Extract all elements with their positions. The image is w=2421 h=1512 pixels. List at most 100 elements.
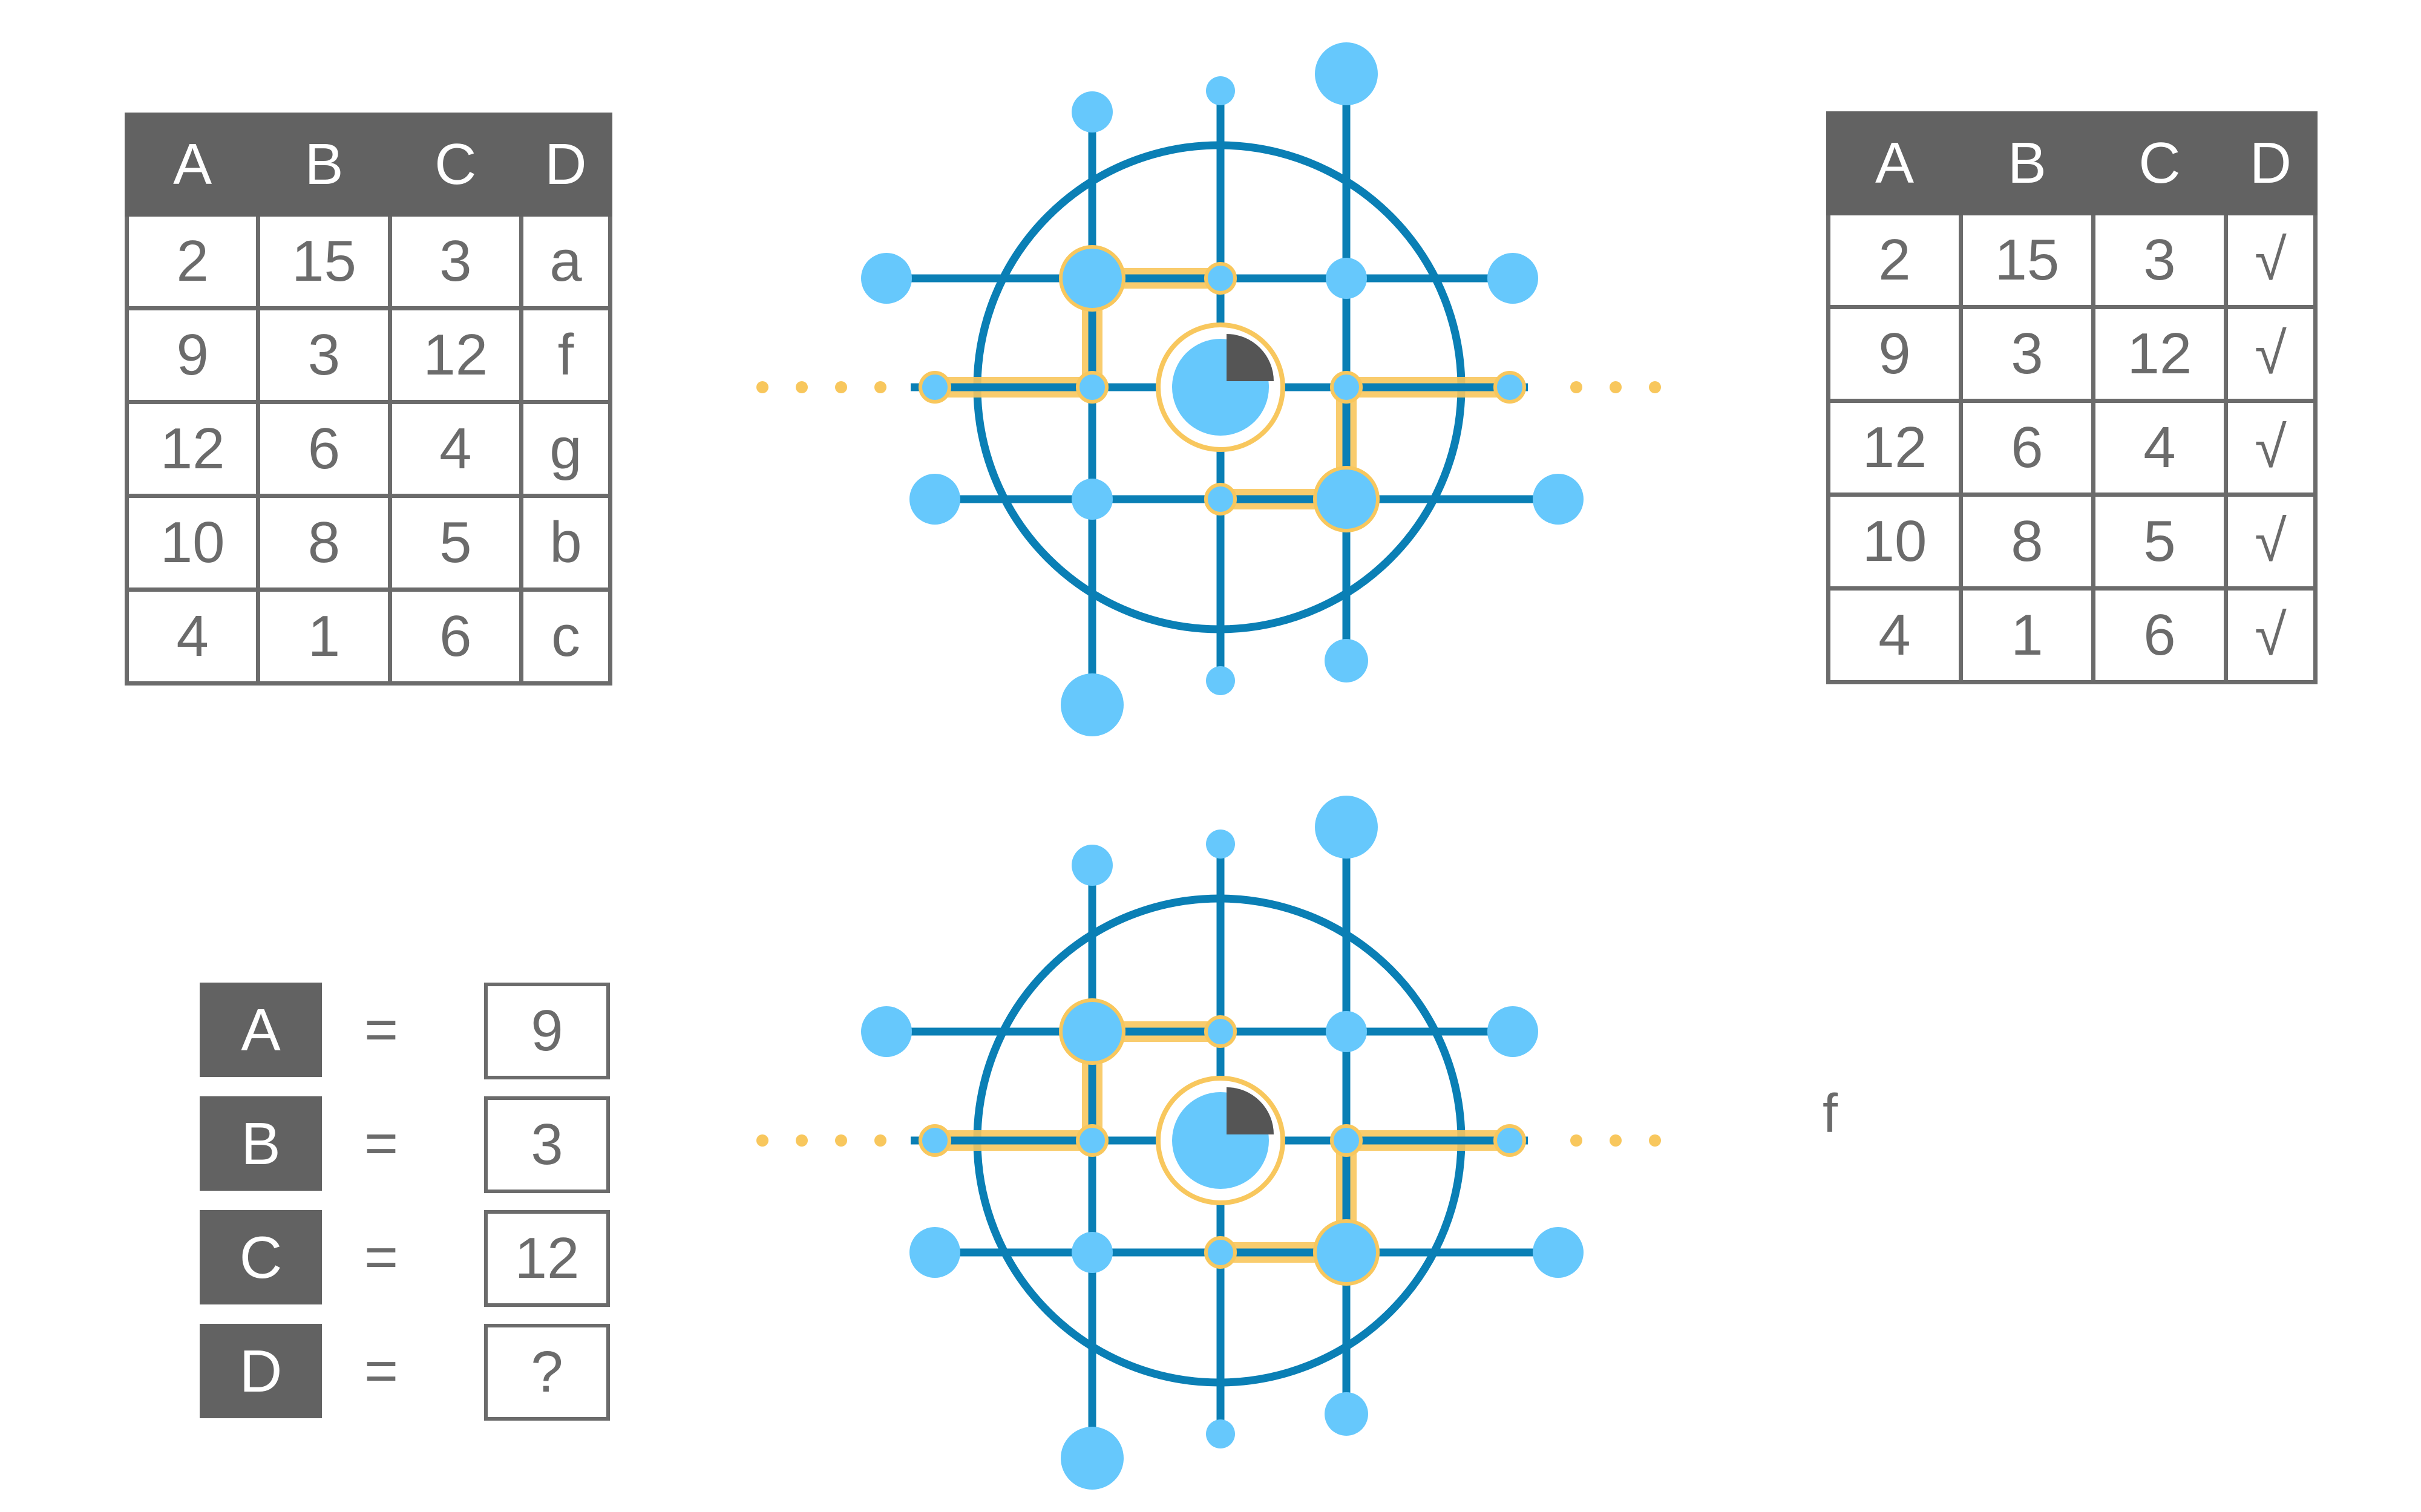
network-node — [1533, 1227, 1584, 1278]
header-cell-b: B — [256, 113, 392, 217]
table-cell: 6 — [256, 400, 392, 498]
table-cell: 12 — [124, 400, 261, 498]
table-cell: 4 — [387, 400, 523, 498]
header-cell-c: C — [387, 113, 523, 217]
table-cell: 4 — [124, 587, 261, 686]
network-node — [1330, 371, 1363, 404]
query-row-b: B = 3 — [200, 1096, 611, 1193]
network-node — [1206, 76, 1235, 105]
header-cell-c: C — [2091, 111, 2228, 215]
table-cell: 4 — [2091, 399, 2228, 497]
network-node — [1059, 245, 1125, 312]
query-value: 12 — [484, 1210, 610, 1307]
table-cell: 15 — [1958, 211, 2095, 309]
table-cell: 2 — [1826, 211, 1963, 309]
table-row: 10 8 5 b — [124, 494, 613, 592]
dot — [796, 1134, 808, 1147]
dot — [796, 381, 808, 393]
table-cell: 5 — [2091, 493, 2228, 591]
table-row: 10 8 5 √ — [1826, 493, 2318, 591]
pie-slice-highlight — [1227, 334, 1274, 381]
query-row-a: A = 9 — [200, 983, 611, 1079]
table-cell: b — [519, 494, 613, 592]
header-cell-a: A — [124, 113, 261, 217]
dot — [835, 1134, 847, 1147]
table-cell: 1 — [1958, 586, 2095, 684]
dot — [835, 381, 847, 393]
network-node — [1076, 371, 1109, 404]
dot — [1649, 1134, 1661, 1147]
network-node — [1325, 639, 1368, 682]
network-node — [1493, 1124, 1526, 1157]
network-node — [1076, 1124, 1109, 1157]
header-cell-d: D — [519, 113, 613, 217]
table-row: 2 15 3 a — [124, 212, 613, 310]
table-cell: a — [519, 212, 613, 310]
table-row: 9 3 12 √ — [1826, 305, 2318, 403]
network-node — [1533, 474, 1584, 525]
network-node — [1315, 42, 1378, 105]
network-node — [1206, 666, 1235, 695]
table-cell: 2 — [124, 212, 261, 310]
network-node — [1206, 830, 1235, 859]
network-node — [909, 1227, 960, 1278]
table-row: 2 15 3 √ — [1826, 211, 2318, 309]
network-node — [1059, 998, 1125, 1065]
table-cell: 9 — [124, 306, 261, 404]
check-cell: √ — [2223, 399, 2318, 497]
query-value: ? — [484, 1324, 610, 1421]
header-cell-a: A — [1826, 111, 1963, 215]
network-node — [1313, 466, 1380, 532]
table-cell: 6 — [387, 587, 523, 686]
network-node — [1061, 673, 1124, 736]
network-node — [1072, 479, 1113, 520]
check-cell: √ — [2223, 211, 2318, 309]
network-node — [909, 474, 960, 525]
check-cell: √ — [2223, 493, 2318, 591]
network-node — [861, 253, 912, 304]
table-header-row: A B C D — [1826, 111, 2318, 215]
table-cell: 12 — [1826, 399, 1963, 497]
table-cell: 6 — [2091, 586, 2228, 684]
prediction-result: f — [1823, 1084, 1838, 1144]
table-cell: 3 — [387, 212, 523, 310]
network-node — [1325, 1392, 1368, 1436]
table-cell: 10 — [1826, 493, 1963, 591]
network-node — [1313, 1219, 1380, 1286]
table-cell: 15 — [256, 212, 392, 310]
network-node — [1326, 258, 1367, 299]
table-row: 12 6 4 √ — [1826, 399, 2318, 497]
query-row-d: D = ? — [200, 1324, 611, 1421]
query-row-c: C = 12 — [200, 1210, 611, 1307]
network-node — [1072, 1232, 1113, 1273]
table-cell: 5 — [387, 494, 523, 592]
query-label: C — [200, 1210, 322, 1304]
training-table: A B C D 2 15 3 a 9 3 12 f 12 6 4 g 10 8 … — [124, 113, 613, 686]
network-node — [919, 1124, 951, 1157]
network-node — [1206, 1419, 1235, 1448]
dot — [756, 381, 768, 393]
query-label: B — [200, 1096, 322, 1191]
header-cell-b: B — [1958, 111, 2095, 215]
network-node — [919, 371, 951, 404]
network-node — [1072, 91, 1113, 133]
network-node — [1315, 796, 1378, 859]
dot — [1649, 381, 1661, 393]
table-cell: 6 — [1958, 399, 2095, 497]
neural-network-icon — [756, 42, 1661, 736]
table-cell: 3 — [256, 306, 392, 404]
table-cell: 8 — [1958, 493, 2095, 591]
table-row: 12 6 4 g — [124, 400, 613, 498]
check-cell: √ — [2223, 305, 2318, 403]
table-cell: 12 — [387, 306, 523, 404]
dot — [1610, 381, 1622, 393]
table-cell: 4 — [1826, 586, 1963, 684]
equals-sign: = — [364, 1111, 399, 1176]
network-node — [1204, 1015, 1237, 1048]
equals-sign: = — [364, 1225, 399, 1289]
query-value: 3 — [484, 1096, 610, 1193]
network-node — [861, 1006, 912, 1057]
network-node — [1330, 1124, 1363, 1157]
table-cell: 12 — [2091, 305, 2228, 403]
table-cell: g — [519, 400, 613, 498]
